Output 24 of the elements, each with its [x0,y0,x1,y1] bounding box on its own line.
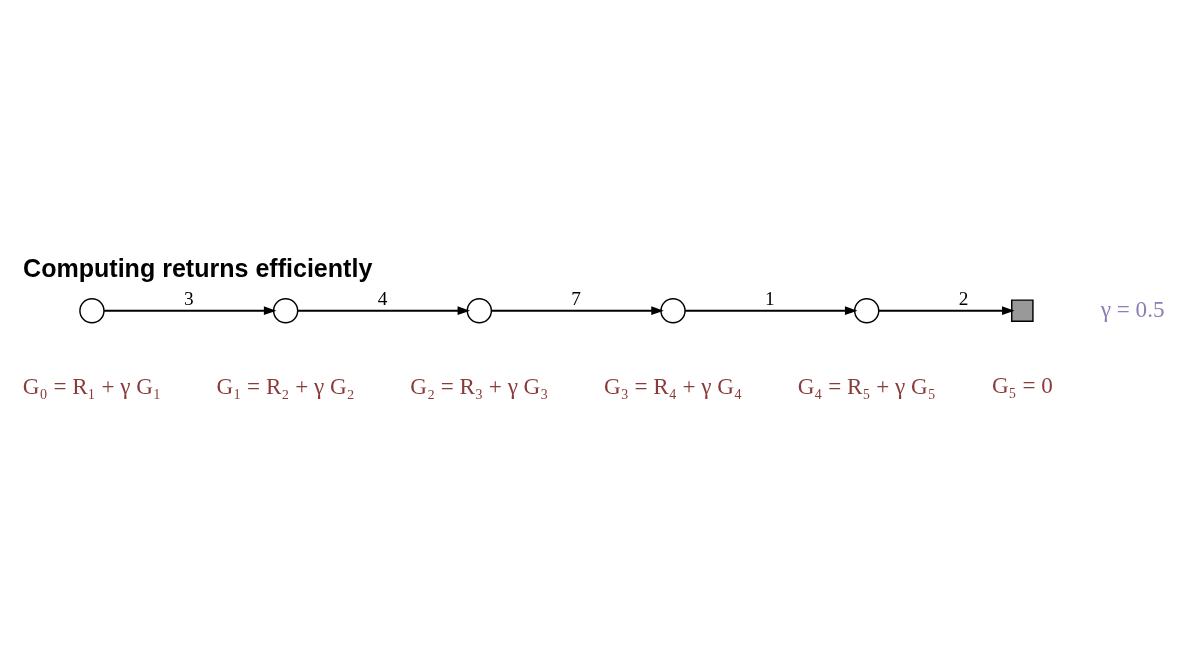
arrow [684,306,858,316]
node-circle [660,297,686,324]
label: G₁ = R₂ + γ G₂ [216,372,355,399]
label: G₀ = R₁ + γ G₁ [22,372,162,399]
edge-label: 1 [765,287,775,309]
node-box [1011,299,1034,323]
diagram-title: Computing returns efficiently [23,253,373,282]
label: G₅ = 0 [991,371,1053,398]
label: γ = 0.5 [1100,295,1165,322]
arrow [878,306,1015,316]
node-circle [853,297,880,324]
edge-label: 3 [183,287,194,309]
arrow [490,306,664,316]
node-circle [79,297,105,324]
node-circle [272,297,299,324]
label: G₃ = R₄ + γ G₄ [603,372,743,399]
label: G₂ = R₃ + γ G₃ [410,372,549,399]
edge-label: 2 [958,287,969,309]
arrow [103,306,277,316]
edge-label: 7 [571,287,581,309]
edge-label: 4 [377,287,388,309]
node-circle [466,297,493,324]
label: G₄ = R₅ + γ G₅ [797,372,936,399]
arrow [296,306,471,316]
